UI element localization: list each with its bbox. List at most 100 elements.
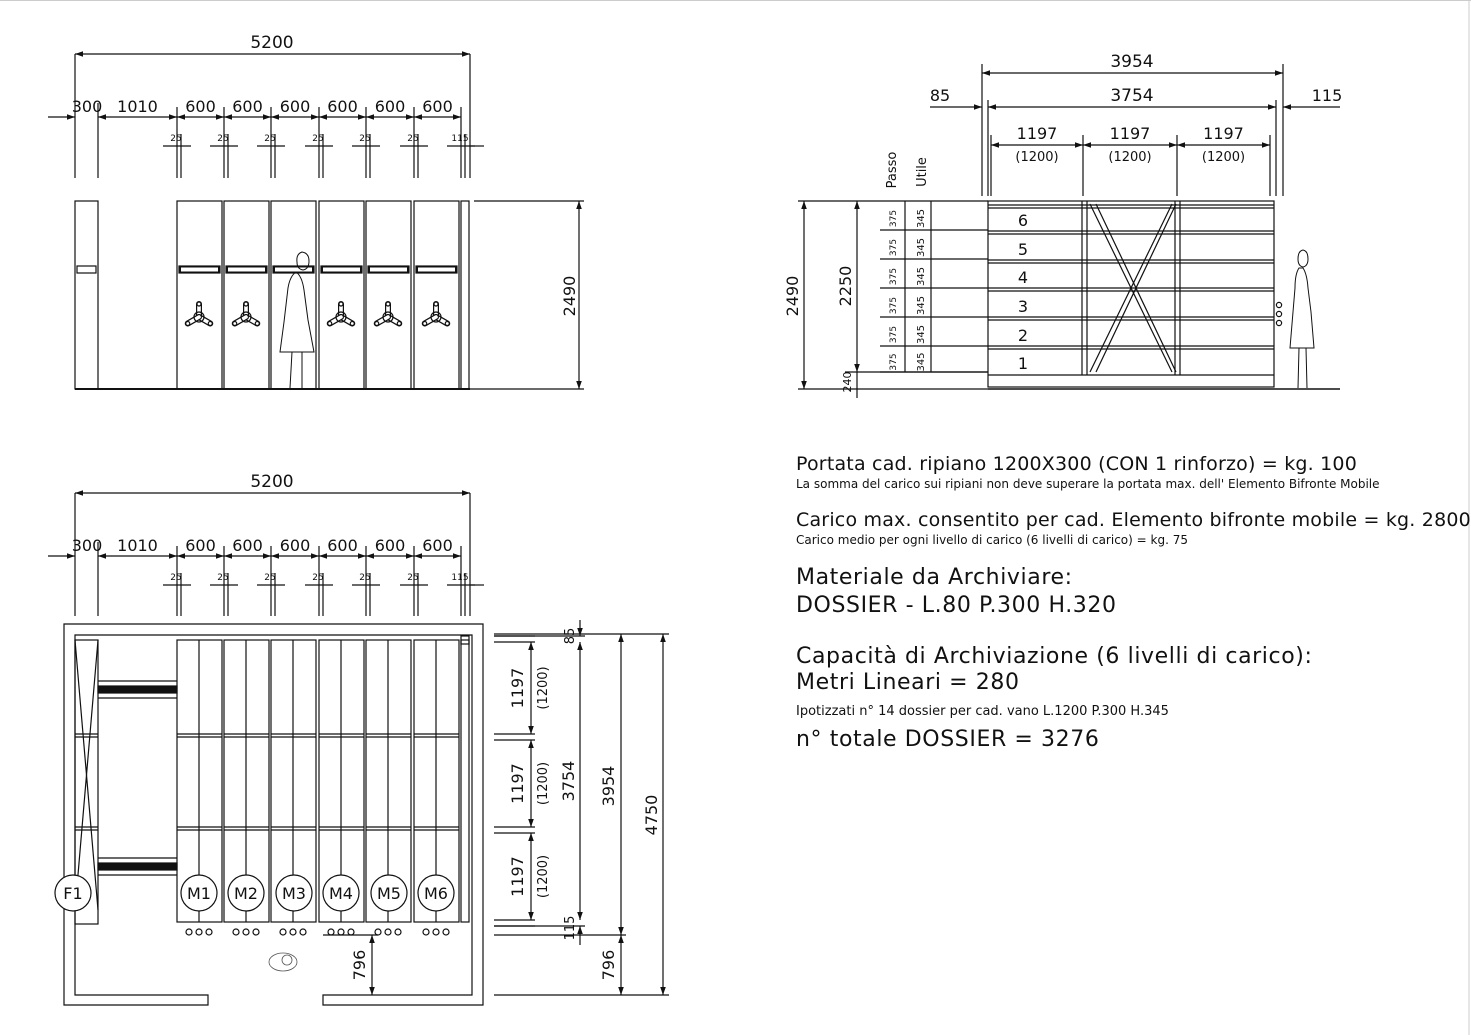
bay-width-value: 1197	[508, 763, 527, 804]
mobile-carriage	[365, 200, 412, 390]
wheel-icon	[252, 928, 260, 936]
bracing-line	[1095, 203, 1177, 373]
shelf-level-number: 2	[1018, 326, 1028, 345]
label-holder-inner	[275, 267, 312, 272]
unit-label-circle	[227, 874, 265, 912]
handwheel-icon	[326, 301, 356, 327]
utile-value: 345	[916, 238, 927, 257]
aisle-width-value: 796	[599, 950, 618, 981]
bay-width-value: 1197	[508, 668, 527, 709]
segment-width-value: 600	[422, 536, 453, 555]
note-shelf-capacity: Portata cad. ripiano 1200X300 (CON 1 rin…	[796, 453, 1358, 475]
wheel-icon	[195, 928, 203, 936]
person-figure	[1289, 249, 1315, 389]
segment-width-value: 1010	[117, 536, 158, 555]
handle-knob	[1275, 301, 1283, 309]
handwheel-icon	[231, 301, 261, 327]
note-max-load: Carico max. consentito per cad. Elemento…	[796, 509, 1471, 531]
shelving-frame	[987, 200, 1275, 388]
handwheel-icon	[373, 301, 403, 327]
bay-nominal-value: (1200)	[1202, 150, 1245, 165]
diagonal-line	[74, 639, 99, 911]
shelf-level-number: 4	[1018, 268, 1028, 287]
gap-value: 25	[264, 573, 275, 583]
gap-value: 25	[217, 134, 228, 144]
segment-width-value: 600	[185, 97, 216, 116]
end-panel	[460, 200, 470, 390]
left-margin-value: 85	[930, 86, 950, 105]
bay-nominal-value: (1200)	[1015, 150, 1058, 165]
passo-value: 375	[889, 353, 899, 370]
person-top-view	[268, 952, 298, 972]
utile-value: 345	[916, 296, 927, 315]
bay-nominal-value: (1200)	[536, 855, 551, 898]
wheel-icon	[347, 928, 355, 936]
segment-width-value: 600	[375, 97, 406, 116]
corner-post	[460, 635, 470, 645]
wheel-icon	[327, 928, 335, 936]
unit-label: M5	[377, 884, 401, 903]
overall-depth-value: 3954	[1110, 52, 1153, 72]
unit-label-circle	[275, 874, 313, 912]
wheel-icon	[337, 928, 345, 936]
passo-value: 375	[889, 297, 899, 314]
mobile-carriage	[270, 200, 317, 390]
gap-value: 25	[264, 134, 275, 144]
overall-width-value: 5200	[250, 472, 293, 492]
segment-width-value: 300	[72, 97, 103, 116]
wheel-icon	[279, 928, 287, 936]
outer-depth-value: 3954	[599, 766, 618, 807]
column-header-utile: Utile	[915, 157, 930, 187]
inner-depth-value: 3754	[1110, 86, 1153, 106]
bottom-margin-value: 115	[563, 916, 578, 941]
mobile-carriage	[318, 200, 365, 390]
segment-width-value: 600	[327, 536, 358, 555]
handle-slot	[76, 265, 97, 274]
label-holder-inner	[228, 267, 265, 272]
note-load-limit: La somma del carico sui ripiani non deve…	[796, 477, 1380, 491]
gap-value: 115	[451, 134, 468, 144]
unit-label: M6	[424, 884, 448, 903]
wheel-icon	[232, 928, 240, 936]
wheel-icon	[442, 928, 450, 936]
bay-width-value: 1197	[1110, 124, 1151, 143]
note-material-title: Materiale da Archiviare:	[796, 565, 1073, 590]
unit-label-circle	[180, 874, 218, 912]
top-margin-value: 85	[563, 628, 578, 645]
wheel-icon	[185, 928, 193, 936]
room-walls	[63, 623, 484, 1006]
utile-value: 345	[916, 209, 927, 228]
shelf-level-number: 3	[1018, 297, 1028, 316]
height-value: 2490	[560, 276, 579, 317]
bay-nominal-value: (1200)	[536, 762, 551, 805]
passo-value: 375	[889, 326, 899, 343]
bay-width-value: 1197	[1203, 124, 1244, 143]
usable-height-value: 2250	[836, 266, 855, 307]
label-holder-inner	[181, 267, 218, 272]
passo-value: 375	[889, 210, 899, 227]
gap-value: 25	[312, 573, 323, 583]
unit-label: M2	[234, 884, 258, 903]
floor-rail	[97, 685, 178, 694]
gap-value: 25	[170, 573, 181, 583]
bay-nominal-value: (1200)	[536, 666, 551, 709]
segment-width-value: 600	[232, 536, 263, 555]
shelf-level-number: 1	[1018, 354, 1028, 373]
wheel-icon	[289, 928, 297, 936]
label-holder-inner	[323, 267, 360, 272]
utile-value: 345	[916, 325, 927, 344]
handle-knob	[1275, 310, 1283, 318]
label-holder-inner	[370, 267, 407, 272]
segment-width-value: 600	[185, 536, 216, 555]
gap-value: 25	[359, 134, 370, 144]
note-total-dossier: n° totale DOSSIER = 3276	[796, 727, 1100, 752]
bracing-line	[1089, 203, 1173, 373]
unit-label: M3	[282, 884, 306, 903]
bay-width-value: 1197	[508, 856, 527, 897]
shelf-level-number: 5	[1018, 240, 1028, 259]
mobile-carriage	[223, 200, 270, 390]
segment-width-value: 600	[280, 97, 311, 116]
shelf-level-number: 6	[1018, 211, 1028, 230]
